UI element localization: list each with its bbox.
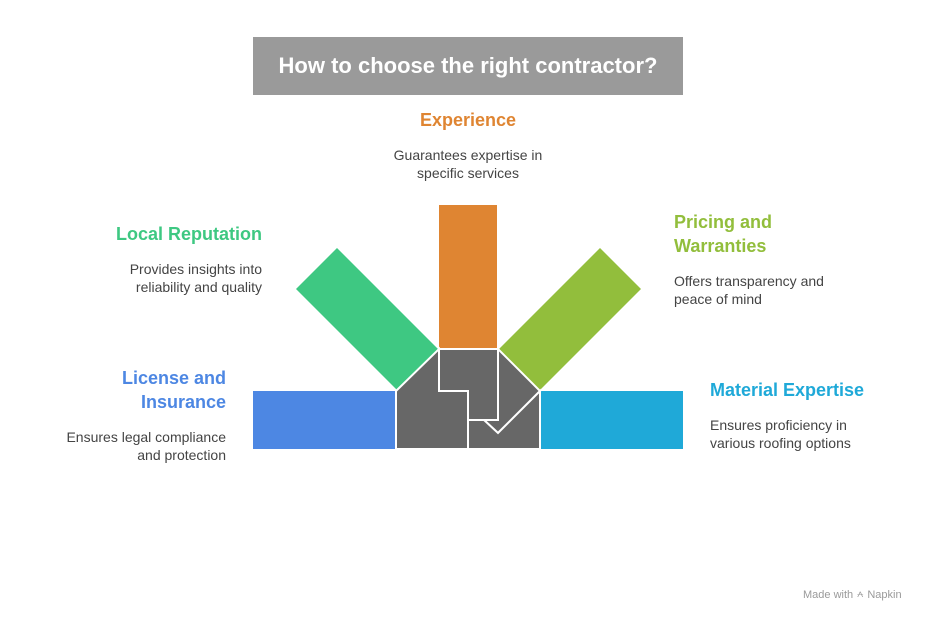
item-experience: Experience Guarantees expertise in speci… <box>368 108 568 182</box>
bar-pricing-warranties <box>499 248 641 390</box>
hub-bottom-right-piece <box>467 388 541 450</box>
bar-experience <box>439 205 497 348</box>
footer-made-with: Made with <box>803 588 854 601</box>
desc-experience: Guarantees expertise in specific service… <box>393 147 543 181</box>
bar-local-reputation <box>296 248 438 390</box>
item-local-reputation: Local Reputation Provides insights into … <box>62 222 262 296</box>
item-license-insurance: License and Insurance Ensures legal comp… <box>26 366 226 464</box>
title-banner: How to choose the right contractor? <box>253 37 683 95</box>
heading-license-insurance: License and Insurance <box>121 368 226 412</box>
napkin-icon: ⩜ <box>857 588 864 600</box>
heading-local-reputation: Local Reputation <box>115 224 262 244</box>
desc-local-reputation: Provides insights into reliability and q… <box>129 261 262 295</box>
diagram-title: How to choose the right contractor? <box>278 53 658 78</box>
heading-experience: Experience <box>419 110 517 130</box>
desc-material-expertise: Ensures proficiency in various roofing o… <box>710 417 851 451</box>
desc-license-insurance: Ensures legal compliance and protection <box>66 429 226 463</box>
heading-material-expertise: Material Expertise <box>710 380 865 400</box>
bar-license-insurance <box>253 391 396 449</box>
central-hub <box>395 346 542 450</box>
bar-material-expertise <box>541 391 683 449</box>
footer-credit[interactable]: Made with ⩜ Napkin <box>803 588 902 601</box>
desc-pricing-warranties: Offers transparency and peace of mind <box>674 273 824 307</box>
item-pricing-warranties: Pricing and Warranties Offers transparen… <box>674 210 874 308</box>
item-material-expertise: Material Expertise Ensures proficiency i… <box>710 378 910 452</box>
footer-brand: Napkin <box>867 588 902 601</box>
heading-pricing-warranties: Pricing and Warranties <box>674 212 773 256</box>
